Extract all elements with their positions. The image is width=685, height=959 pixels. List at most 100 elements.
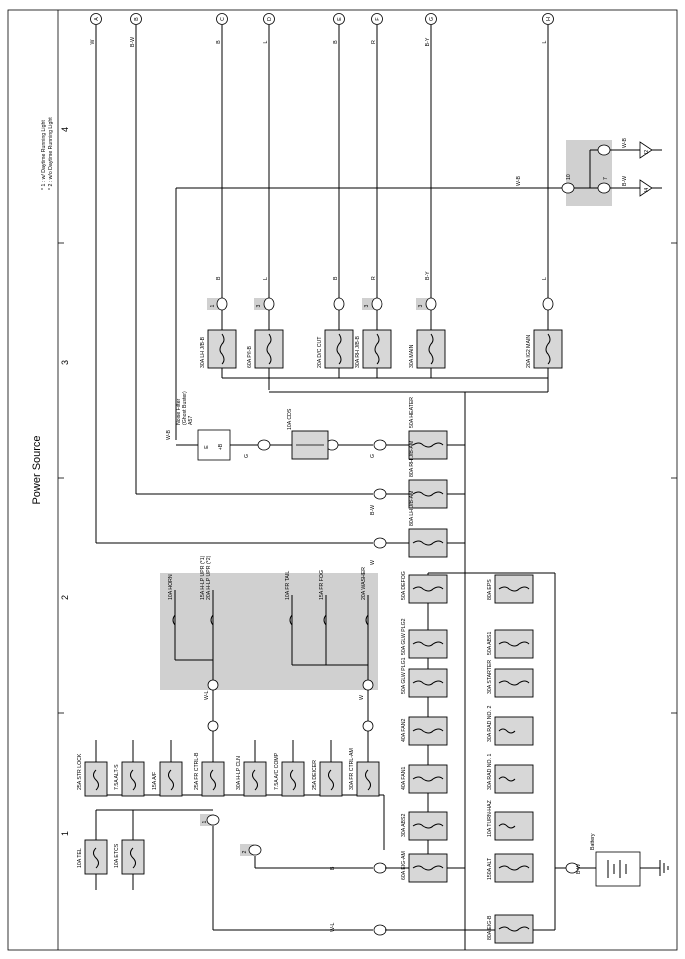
grid-2: 2: [60, 595, 70, 600]
relay-box-shade: [160, 573, 378, 690]
svg-text:R: R: [371, 276, 377, 280]
svg-text:15A H-LP UPR (*1): 15A H-LP UPR (*1): [200, 555, 206, 600]
svg-text:7.5A A/C COMP: 7.5A A/C COMP: [274, 752, 280, 790]
svg-text:B: B: [333, 40, 339, 44]
page-title: Power Source: [31, 435, 43, 504]
svg-text:20A IG2 MAIN: 20A IG2 MAIN: [526, 335, 532, 368]
svg-text:10A FR TAIL: 10A FR TAIL: [285, 571, 291, 600]
svg-text:W: W: [359, 695, 365, 700]
svg-text:G: G: [429, 17, 435, 21]
svg-text:W-L: W-L: [204, 690, 210, 700]
svg-text:+B: +B: [218, 443, 224, 450]
diagram-rotated: Power Source * 1 : w/ Daytime Running Li…: [31, 13, 669, 950]
grid-1: 1: [60, 831, 70, 836]
svg-text:3: 3: [256, 304, 262, 307]
svg-text:B: B: [330, 866, 336, 870]
svg-text:D: D: [267, 17, 273, 21]
svg-text:10A CDS: 10A CDS: [287, 408, 293, 430]
fuse-row-1: 10A TEL 10A ETCS: [77, 809, 213, 890]
svg-text:3: 3: [364, 304, 370, 307]
top-fusible-links: 30A LH J/B-B 60A P/I-B 20A D/C CUT 30A R…: [200, 310, 563, 393]
svg-text:10A HORN: 10A HORN: [168, 574, 174, 600]
svg-text:80A EPS: 80A EPS: [487, 579, 493, 600]
svg-text:30A H-LP CLN: 30A H-LP CLN: [236, 756, 242, 790]
svg-text:I2: I2: [644, 150, 650, 154]
grid-4: 4: [60, 127, 70, 132]
svg-text:1: 1: [202, 820, 208, 823]
svg-text:50A HEATER: 50A HEATER: [409, 397, 415, 428]
svg-text:A: A: [94, 17, 100, 21]
svg-text:15A A/F: 15A A/F: [152, 772, 158, 790]
svg-text:A57: A57: [188, 416, 194, 425]
svg-text:R: R: [371, 40, 377, 44]
note-1: * 1 : w/ Daytime Running Light: [41, 120, 47, 190]
fuse-row-2: 25A STR LOCK 7.5A ALT-S 15A A/F 25A FR C…: [77, 731, 385, 850]
svg-text:W-L: W-L: [330, 922, 336, 932]
svg-text:3: 3: [418, 304, 424, 307]
svg-text:L: L: [263, 277, 269, 280]
svg-text:B: B: [216, 276, 222, 280]
svg-text:C: C: [220, 17, 226, 21]
svg-text:30A RH J/B-B: 30A RH J/B-B: [355, 335, 361, 368]
svg-text:7.5A ALT-S: 7.5A ALT-S: [114, 764, 120, 790]
battery: B-W Battery: [555, 833, 669, 887]
svg-text:B-W: B-W: [130, 37, 136, 47]
svg-text:60A EIG-AM: 60A EIG-AM: [401, 851, 407, 880]
svg-text:2: 2: [242, 850, 248, 853]
svg-text:10A TURN-HAZ: 10A TURN-HAZ: [487, 800, 493, 837]
svg-text:F: F: [375, 17, 381, 20]
svg-text:25A STR LOCK: 25A STR LOCK: [77, 753, 83, 790]
svg-text:80A EIG-B: 80A EIG-B: [487, 915, 493, 940]
svg-text:L: L: [542, 277, 548, 280]
svg-text:30A RAD NO. 2: 30A RAD NO. 2: [487, 706, 493, 742]
svg-text:50A DEFOG: 50A DEFOG: [401, 571, 407, 600]
svg-text:W-B: W-B: [516, 175, 522, 186]
svg-text:B: B: [216, 40, 222, 44]
svg-text:W-B: W-B: [622, 137, 628, 148]
page-frame: [7, 9, 678, 951]
svg-text:Battery: Battery: [590, 833, 596, 850]
svg-text:B-Y: B-Y: [425, 271, 431, 280]
svg-text:W: W: [370, 560, 376, 565]
svg-text:30A LH J/B-B: 30A LH J/B-B: [200, 336, 206, 368]
svg-text:20A D/C CUT: 20A D/C CUT: [317, 336, 323, 368]
svg-text:50A GLW PLG2: 50A GLW PLG2: [401, 618, 407, 655]
svg-text:30A STARTER: 30A STARTER: [487, 660, 493, 694]
svg-text:40A FAN2: 40A FAN2: [401, 719, 407, 742]
svg-text:10A ETCS: 10A ETCS: [114, 843, 120, 868]
svg-text:B-W: B-W: [370, 505, 376, 515]
svg-text:80A LH J/B-AM: 80A LH J/B-AM: [409, 491, 415, 526]
connectors: 1 3 3 3 B L B R B-Y L: [207, 271, 554, 311]
cds-noise-filter: 10A CDS G E +B Noise Filter (Ghost Buste…: [166, 391, 373, 461]
svg-text:E: E: [337, 17, 343, 21]
left-connectors: W-L B 1 2: [200, 814, 387, 936]
svg-text:30A FR CTRL-AM: 30A FR CTRL-AM: [349, 748, 355, 790]
svg-text:20A H-LP UPR (*2): 20A H-LP UPR (*2): [206, 555, 212, 600]
svg-text:20A WASHER: 20A WASHER: [361, 567, 367, 600]
svg-text:E: E: [204, 445, 210, 449]
svg-text:150A ALT: 150A ALT: [487, 857, 493, 880]
svg-text:B: B: [134, 17, 140, 21]
svg-text:W: W: [90, 39, 96, 44]
terminals: A B C D E F G H W B-W B L B R B-Y L: [90, 13, 554, 47]
svg-text:40A FAN1: 40A FAN1: [401, 767, 407, 790]
svg-text:25A DEICER: 25A DEICER: [312, 760, 318, 790]
svg-text:30A MAIN: 30A MAIN: [409, 344, 415, 368]
right-fusible-links: 50A HEATER 80A RH J/B-AM 80A LH J/B-AM W…: [370, 392, 466, 950]
svg-text:25A FR CTRL-B: 25A FR CTRL-B: [194, 752, 200, 790]
svg-text:50A ABS1: 50A ABS1: [487, 632, 493, 655]
svg-text:(Ghost Buster): (Ghost Buster): [182, 391, 188, 425]
svg-text:30A ABS2: 30A ABS2: [401, 814, 407, 837]
svg-text:G: G: [244, 454, 250, 458]
svg-text:30A RAD NO. 1: 30A RAD NO. 1: [487, 754, 493, 790]
svg-text:7: 7: [603, 177, 609, 180]
svg-text:H: H: [546, 17, 552, 21]
svg-text:50A GLW PLG1: 50A GLW PLG1: [401, 657, 407, 694]
svg-text:15A FR FOG: 15A FR FOG: [319, 570, 325, 600]
svg-text:60A P/I-B: 60A P/I-B: [247, 346, 253, 368]
fusible-low: 80A EPS 50A ABS1 30A STARTER 30A RAD NO.…: [385, 572, 556, 944]
svg-text:B-W: B-W: [576, 864, 582, 874]
svg-text:1: 1: [210, 304, 216, 307]
svg-text:B-Y: B-Y: [425, 37, 431, 46]
